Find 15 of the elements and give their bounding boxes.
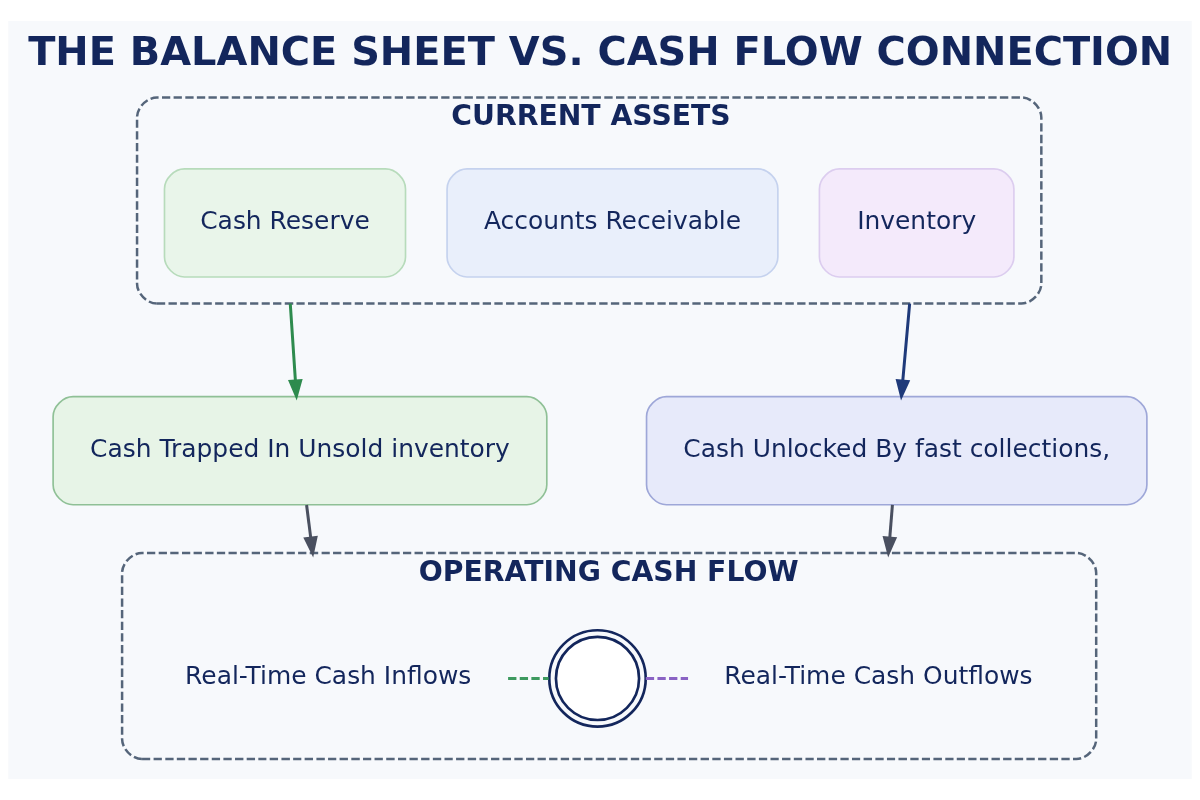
node-box: Accounts Receivable: [446, 168, 779, 278]
connector: [508, 676, 549, 680]
node-box: Inventory: [818, 168, 1015, 278]
arrow: [882, 504, 898, 558]
node-text: Real-Time Cash Inflows: [185, 661, 472, 691]
node-box: Cash Trapped In Unsold inventory: [52, 395, 548, 506]
node-text: Real-Time Cash Outflows: [724, 661, 1033, 691]
diagram-title: THE BALANCE SHEET VS. CASH FLOW CONNECTION: [28, 27, 1173, 74]
node-box: Cash Reserve: [163, 168, 407, 278]
arrow: [288, 303, 303, 401]
connector: [645, 676, 689, 680]
node-circle: [547, 628, 648, 728]
arrow: [303, 504, 318, 558]
node-box: Cash Unlocked By fast collections,: [645, 395, 1148, 506]
arrow: [895, 303, 912, 401]
